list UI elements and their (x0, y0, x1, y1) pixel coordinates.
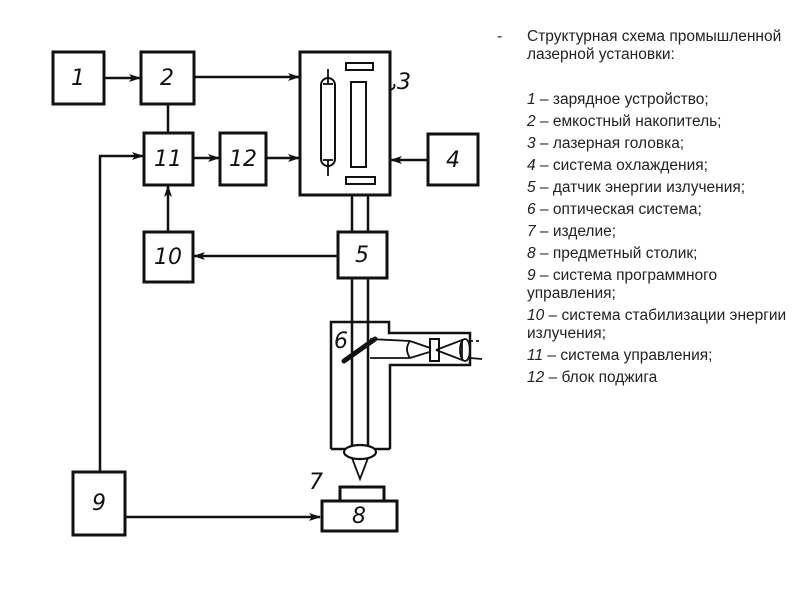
legend-item-number: 8 (527, 245, 536, 262)
legend-item-separator: – (535, 267, 553, 284)
legend-items: 1 – зарядное устройство; 2 – емкостный на… (527, 91, 797, 387)
legend-item: 3 – лазерная головка; (527, 135, 797, 153)
block-8-label: 8 (352, 504, 366, 529)
block-12-label: 12 (229, 147, 257, 172)
legend-item-number: 1 (527, 91, 536, 108)
block-4: 4 (426, 132, 480, 187)
legend-item-separator: – (535, 91, 553, 108)
legend-item: 4 – система охлаждения; (527, 157, 797, 175)
legend-item-number: 3 (527, 135, 536, 152)
focusing-lens (342, 443, 378, 461)
legend-item-text: оптическая система; (552, 201, 702, 218)
block-1-label: 1 (71, 66, 85, 91)
block-3-label: 3 (397, 70, 411, 95)
block-7-label: 7 (309, 470, 323, 495)
lens-1 (406, 340, 411, 359)
legend-item-number: 9 (527, 267, 536, 284)
arrow-9-to-11 (98, 152, 144, 472)
legend-item-text: система охлаждения; (552, 157, 708, 174)
block-1: 1 (51, 50, 106, 106)
legend-item-separator: – (535, 245, 553, 262)
legend: - Структурная схема промышленной лазерно… (497, 28, 797, 391)
legend-item-separator: – (544, 369, 562, 386)
block-4-label: 4 (446, 148, 460, 173)
block-9-label: 9 (92, 491, 106, 516)
block-10-label: 10 (154, 245, 182, 270)
block-12: 12 (218, 131, 268, 187)
legend-item: 7 – изделие; (527, 223, 797, 241)
legend-item-text: предметный столик; (552, 245, 698, 262)
legend-title: Структурная схема промышленной лазерной … (527, 28, 782, 63)
legend-item-separator: – (543, 347, 561, 364)
legend-item-text: система стабилизации энергии излучения; (527, 307, 787, 342)
legend-item-text: лазерная головка; (552, 135, 685, 152)
block-6-optical-system: 6 (329, 320, 483, 482)
block-8-stage: 8 (320, 499, 399, 533)
block-5: 5 (336, 230, 389, 280)
legend-item-separator: – (544, 307, 562, 324)
block-3-laser-head: 3 (298, 50, 411, 197)
legend-item-text: емкостный накопитель; (552, 113, 722, 130)
legend-item: 2 – емкостный накопитель; (527, 113, 797, 131)
block-10: 10 (142, 230, 195, 284)
diaphragm (429, 338, 440, 362)
legend-item-separator: – (535, 113, 553, 130)
legend-item-text: изделие; (552, 223, 617, 240)
legend-item-number: 7 (527, 223, 536, 240)
block-2-label: 2 (160, 66, 174, 91)
legend-item-number: 11 (527, 347, 544, 364)
legend-item-separator: – (535, 223, 553, 240)
lens-2 (459, 338, 471, 362)
legend-item-separator: – (535, 157, 553, 174)
legend-item-separator: – (535, 179, 553, 196)
block-6-label: 6 (334, 329, 348, 354)
legend-item-number: 12 (527, 369, 545, 386)
legend-item: 6 – оптическая система; (527, 201, 797, 219)
legend-item-separator: – (535, 201, 553, 218)
legend-item: 5 – датчик энергии излучения; (527, 179, 797, 197)
legend-item-number: 6 (527, 201, 536, 218)
block-11: 11 (142, 131, 195, 187)
laser-rod (350, 81, 367, 168)
legend-item: 11 – система управления; (527, 347, 797, 365)
legend-item: 8 – предметный столик; (527, 245, 797, 263)
beam-mirror (341, 336, 378, 364)
legend-item-number: 5 (527, 179, 536, 196)
block-7-workpiece: 7 (309, 470, 386, 503)
legend-item: 10 – система стабилизации энергии излуче… (527, 307, 797, 343)
flash-lamp (320, 77, 336, 167)
legend-item-text: система управления; (560, 347, 713, 364)
legend-item-number: 10 (527, 307, 545, 324)
legend-item-text: датчик энергии излучения; (552, 179, 746, 196)
legend-item-separator: – (535, 135, 553, 152)
legend-item: 9 – система программного управления; (527, 267, 797, 303)
legend-item: 12 – блок поджига (527, 369, 797, 387)
block-5-label: 5 (355, 243, 369, 268)
block-2: 2 (139, 50, 196, 106)
legend-item: 1 – зарядное устройство; (527, 91, 797, 109)
block-9: 9 (71, 470, 127, 537)
legend-item-number: 4 (527, 157, 536, 174)
mirror-top (345, 62, 374, 71)
mirror-bottom (345, 176, 376, 185)
legend-item-text: зарядное устройство; (552, 91, 709, 108)
legend-item-number: 2 (527, 113, 536, 130)
block-11-label: 11 (154, 147, 182, 172)
bullet: - (497, 28, 503, 45)
legend-item-text: блок поджига (561, 369, 658, 386)
legend-item-text: система программного управления; (527, 267, 718, 302)
